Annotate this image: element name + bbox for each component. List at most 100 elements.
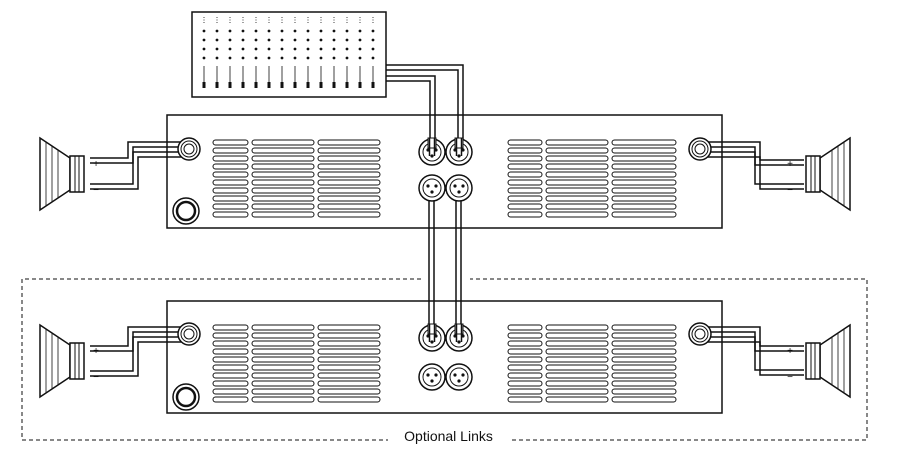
vent-slot: [545, 380, 609, 387]
vent-slot: [545, 147, 609, 154]
vent-slot: [545, 171, 609, 178]
vent-slot: [507, 139, 543, 146]
vent-slot: [611, 139, 677, 146]
vent-slot: [212, 364, 249, 371]
vent-slot: [545, 324, 609, 331]
vent-slot: [317, 380, 381, 387]
mixer-channel-strip: [215, 17, 219, 88]
vent-slot: [507, 340, 543, 347]
vent-slot: [507, 163, 543, 170]
vent-slot: [611, 356, 677, 363]
vent-slot: [251, 163, 315, 170]
negative-terminal-label: −: [93, 185, 99, 196]
optional-links-frame: [21, 278, 868, 441]
vent-slot: [507, 332, 543, 339]
vent-slot: [317, 332, 381, 339]
mixer-channel-strip: [267, 17, 271, 88]
vent-slot: [212, 187, 249, 194]
vent-slot: [507, 364, 543, 371]
vent-slot: [251, 211, 315, 218]
vent-slot: [545, 396, 609, 403]
vent-slot: [545, 372, 609, 379]
vent-slot: [611, 195, 677, 202]
vent-slot: [317, 324, 381, 331]
mixer-channel-strip: [345, 17, 349, 88]
vent-slot: [317, 163, 381, 170]
vent-slot: [212, 171, 249, 178]
speakon-connector-icon: [688, 137, 712, 161]
speaker-cables: [90, 141, 804, 377]
vent-slot: [251, 139, 315, 146]
vent-slot: [507, 195, 543, 202]
vent-slot: [507, 179, 543, 186]
vent-slot: [611, 203, 677, 210]
vent-slot: [611, 324, 677, 331]
vent-slot: [507, 396, 543, 403]
negative-terminal-label: −: [93, 372, 99, 383]
vent-slot: [317, 179, 381, 186]
vent-slot: [212, 147, 249, 154]
vent-slot: [611, 332, 677, 339]
mixer-channel-strip: [306, 17, 310, 88]
vent-slot: [251, 364, 315, 371]
positive-terminal-label: +: [93, 346, 99, 357]
optional-links-label: Optional Links: [0, 428, 897, 444]
speaker-icon: +−: [787, 136, 851, 212]
power-switch-icon: [172, 383, 200, 411]
vent-slot: [507, 171, 543, 178]
vent-slot: [545, 179, 609, 186]
vent-slot: [545, 203, 609, 210]
vent-slot: [251, 356, 315, 363]
vent-slot: [212, 163, 249, 170]
vent-slot: [545, 155, 609, 162]
negative-terminal-label: −: [787, 372, 793, 383]
mixer-icon: [191, 11, 387, 98]
vent-slot: [251, 171, 315, 178]
vent-slot: [507, 203, 543, 210]
vent-slot: [317, 155, 381, 162]
vent-slot: [611, 155, 677, 162]
speaker-icon: +−: [39, 136, 99, 212]
vent-slot: [212, 203, 249, 210]
xlr-connector-icon: [418, 323, 446, 352]
vent-slot: [251, 324, 315, 331]
vent-slot: [212, 372, 249, 379]
vent-slot: [317, 147, 381, 154]
vent-slot: [251, 332, 315, 339]
vent-slot: [317, 396, 381, 403]
vent-slot: [611, 179, 677, 186]
vent-slot: [507, 211, 543, 218]
vent-slot: [545, 340, 609, 347]
vent-slot: [317, 364, 381, 371]
vent-slot: [317, 211, 381, 218]
vent-slot: [611, 380, 677, 387]
vent-slot: [251, 187, 315, 194]
negative-terminal-label: −: [787, 185, 793, 196]
vent-slot: [212, 388, 249, 395]
vent-slot: [212, 179, 249, 186]
mixer-channel-strip: [371, 17, 375, 88]
vent-slot: [545, 163, 609, 170]
vent-slot: [251, 348, 315, 355]
mixer-channel-strip: [202, 17, 206, 88]
amplifier-bottom: [166, 300, 723, 414]
vent-slot: [611, 340, 677, 347]
vent-slot: [212, 380, 249, 387]
vent-slot: [507, 324, 543, 331]
vent-slot: [251, 380, 315, 387]
mixer-channel-strip: [254, 17, 258, 88]
vent-slot: [251, 396, 315, 403]
vent-slot: [317, 195, 381, 202]
vent-slot: [507, 147, 543, 154]
vent-slot: [212, 139, 249, 146]
vent-slot: [251, 340, 315, 347]
xlr-connector-icon: [418, 363, 446, 391]
speaker-icon: +−: [39, 323, 99, 399]
vent-slot: [317, 340, 381, 347]
vent-slot: [251, 388, 315, 395]
vent-slot: [611, 163, 677, 170]
mixer-channel-strip: [280, 17, 284, 88]
vent-slot: [611, 348, 677, 355]
amplifier-top: [166, 114, 723, 229]
vent-slot: [545, 388, 609, 395]
